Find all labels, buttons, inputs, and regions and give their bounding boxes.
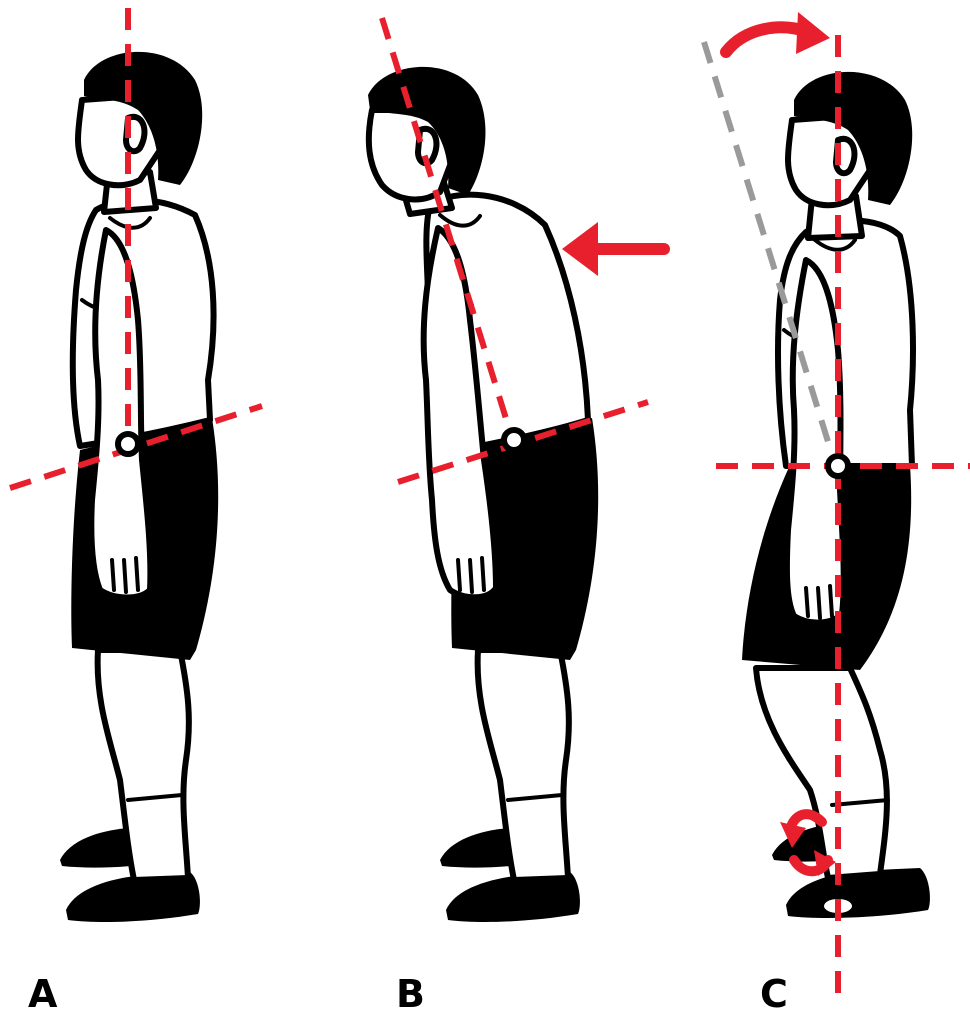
figure-c-legs — [756, 668, 887, 878]
hip-marker-c — [828, 456, 848, 476]
figure-a — [60, 52, 218, 922]
arrow-left-icon — [562, 222, 664, 276]
curved-arrow-right-icon — [726, 12, 830, 54]
figure-b — [368, 67, 598, 922]
hip-marker-b — [504, 430, 524, 450]
hip-marker-a — [118, 434, 138, 454]
panel-label-b: B — [396, 975, 425, 1013]
panel-label-a: A — [28, 975, 57, 1013]
panel-label-c: C — [760, 975, 788, 1013]
